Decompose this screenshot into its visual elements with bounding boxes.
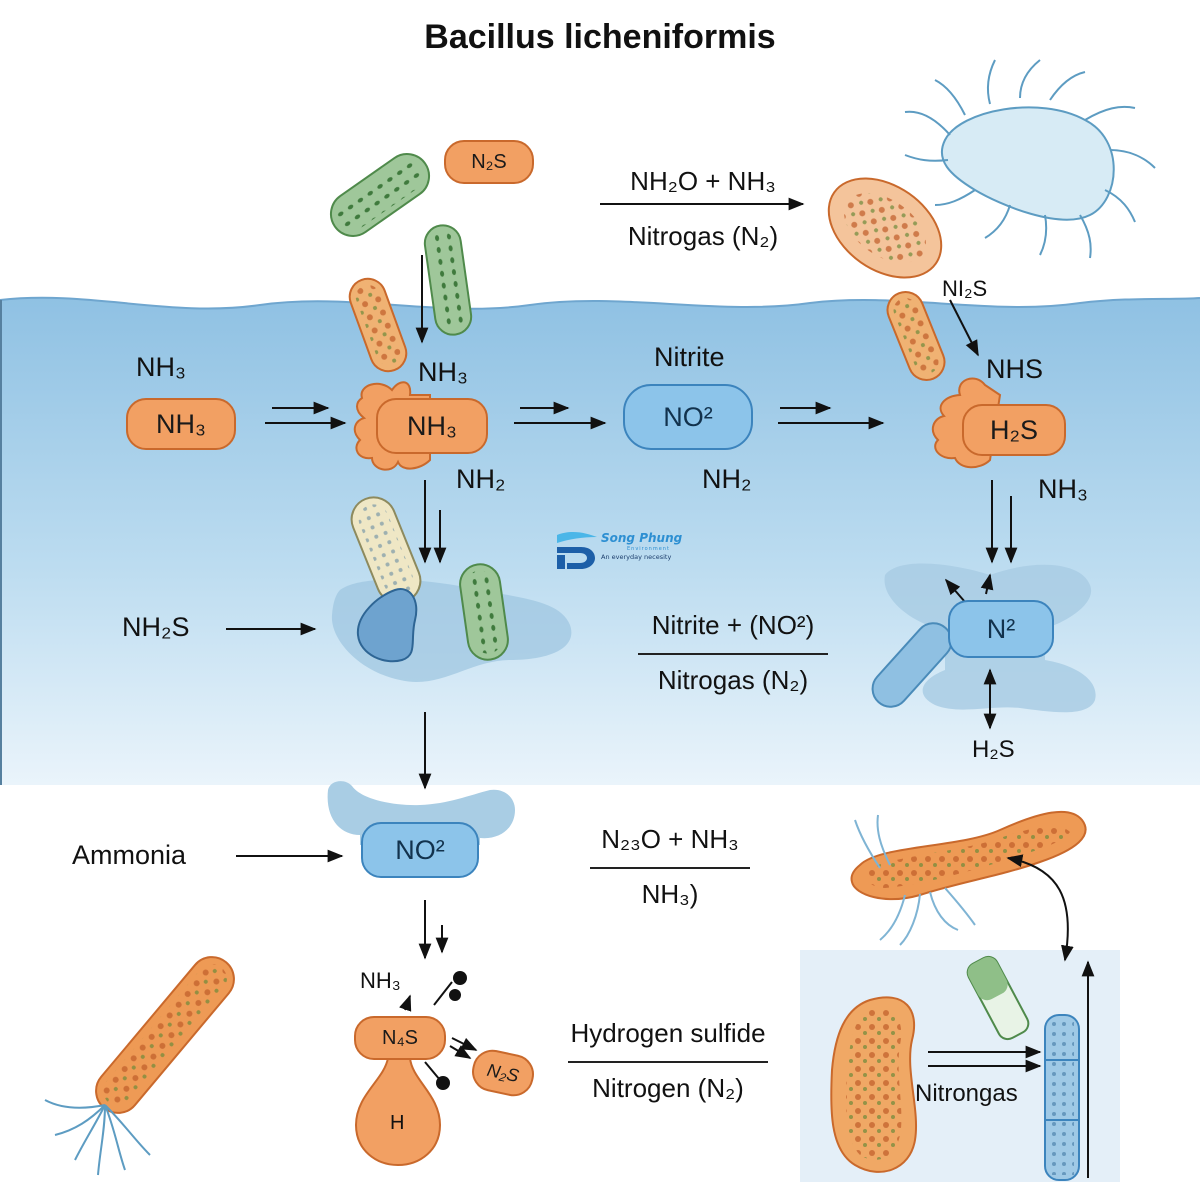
reaction-3: N₂₃O + NH₃ NH₃) bbox=[590, 824, 750, 910]
molecule-markers bbox=[424, 971, 467, 1090]
green-bacterium-mid bbox=[423, 224, 473, 336]
label-h2s-bottom: H₂S bbox=[972, 736, 1015, 763]
green-tube bbox=[966, 955, 1030, 1041]
orange-bacterium-large bbox=[827, 177, 943, 279]
pill-n2-right: N² bbox=[948, 600, 1054, 658]
reaction-1-top: NH₂O + NH₃ bbox=[630, 166, 776, 196]
company-logo: Song Phung Environment An everyday neces… bbox=[553, 527, 713, 575]
h-drop bbox=[354, 1057, 442, 1167]
orange-bacterium-long bbox=[850, 810, 1087, 946]
arrows bbox=[226, 197, 1095, 1178]
pill-nh3-center: NH₃ bbox=[376, 398, 488, 454]
label-nh3-top: NH₃ bbox=[418, 357, 468, 387]
label-ammonia: Ammonia bbox=[72, 840, 187, 870]
logo-tagline: An everyday necesity bbox=[601, 553, 672, 561]
pill-n4s: N₄S bbox=[354, 1016, 446, 1060]
blue-tube-stack bbox=[1044, 1014, 1080, 1181]
reaction-2-bottom: Nitrogas (N₂) bbox=[657, 665, 809, 695]
label-ni2s: NI₂S bbox=[942, 276, 988, 301]
h-label: H bbox=[390, 1112, 405, 1134]
orange-bacterium-flagellated bbox=[44, 956, 235, 1176]
bacteria-cluster-center bbox=[331, 496, 572, 683]
pill-h2s-right: H₂S bbox=[962, 404, 1066, 456]
reaction-1: NH₂O + NH₃ Nitrogas (N₂) bbox=[598, 166, 808, 252]
orange-bacterium-top bbox=[348, 277, 408, 373]
label-nh2-right: NH₂ bbox=[702, 464, 752, 494]
reaction-4-top: Hydrogen sulfide bbox=[568, 1018, 768, 1063]
logo-sub: Environment bbox=[627, 546, 670, 552]
pill-n2s-top: N₂S bbox=[444, 140, 534, 184]
reaction-3-top: N₂₃O + NH₃ bbox=[590, 824, 750, 869]
logo-mark-icon bbox=[557, 531, 597, 569]
reaction-4: Hydrogen sulfide Nitrogen (N₂) bbox=[568, 1018, 768, 1104]
label-nitrite: Nitrite bbox=[654, 342, 725, 372]
label-nh3-bottom: NH₃ bbox=[360, 968, 401, 993]
logo-name: Song Phung bbox=[601, 531, 683, 545]
green-bacterium-top bbox=[329, 153, 431, 237]
pill-no2-bottom: NO² bbox=[361, 822, 479, 878]
reaction-3-bottom: NH₃) bbox=[641, 879, 699, 909]
label-nh2-mid: NH₂ bbox=[456, 464, 506, 494]
orange-bacterium-panel bbox=[830, 996, 917, 1173]
label-nh3-left: NH₃ bbox=[136, 352, 186, 382]
reaction-2-top: Nitrite + (NO²) bbox=[638, 610, 828, 655]
protozoan-top-right bbox=[904, 59, 1156, 259]
label-nitrongas: Nitrongas bbox=[915, 1080, 1018, 1107]
reaction-1-bottom: Nitrogas (N₂) bbox=[627, 221, 779, 251]
label-nhs: NHS bbox=[986, 354, 1044, 384]
pill-nh3-left: NH₃ bbox=[126, 398, 236, 450]
reaction-2: Nitrite + (NO²) Nitrogas (N₂) bbox=[638, 610, 828, 696]
diagram-title: Bacillus licheniformis bbox=[424, 18, 776, 56]
label-nh2s: NH₂S bbox=[122, 612, 190, 642]
reaction-4-bottom: Nitrogen (N₂) bbox=[592, 1073, 744, 1103]
label-nh3-right: NH₃ bbox=[1038, 474, 1088, 504]
pill-no2-center: NO² bbox=[623, 384, 753, 450]
orange-bacterium-right bbox=[886, 291, 946, 381]
